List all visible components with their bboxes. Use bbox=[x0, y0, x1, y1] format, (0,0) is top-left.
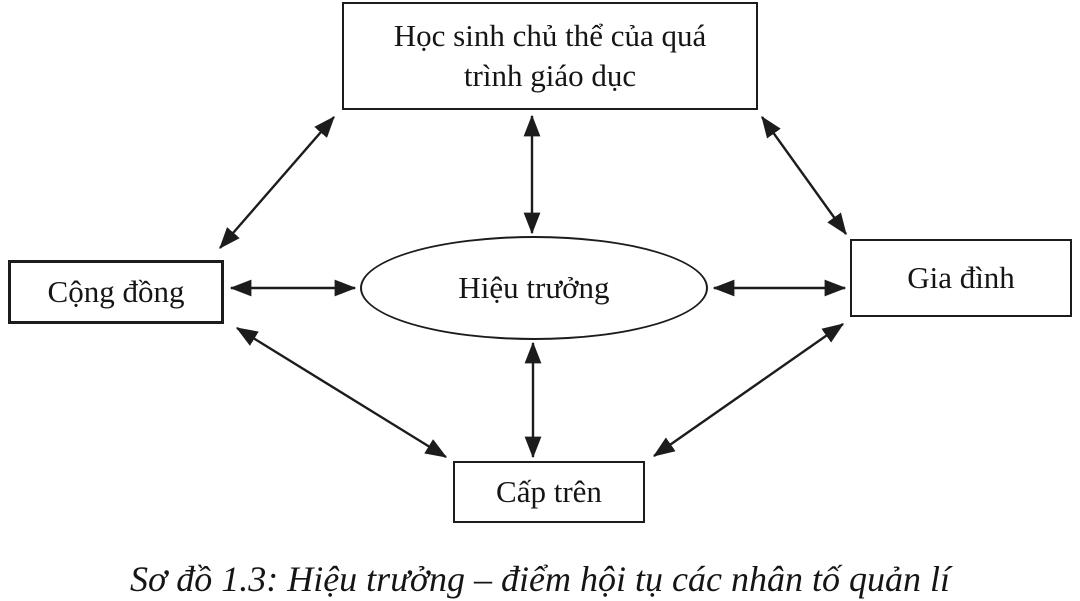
node-students: Học sinh chủ thể của quá trình giáo dục bbox=[342, 2, 758, 110]
node-principal-label: Hiệu trưởng bbox=[458, 269, 610, 305]
arrow-students-community bbox=[219, 116, 335, 249]
node-family-label: Gia đình bbox=[907, 259, 1015, 295]
node-community: Cộng đồng bbox=[8, 260, 224, 324]
node-superiors-label: Cấp trên bbox=[496, 473, 602, 509]
arrow-students-family bbox=[761, 116, 847, 235]
node-superiors: Cấp trên bbox=[453, 461, 645, 523]
diagram-caption: Sơ đồ 1.3: Hiệu trưởng – điểm hội tụ các… bbox=[130, 559, 950, 599]
node-community-label: Cộng đồng bbox=[47, 273, 185, 309]
arrow-community-superiors bbox=[235, 326, 448, 459]
node-students-label: Học sinh chủ thể của quá trình giáo dục bbox=[393, 17, 707, 93]
arrow-superiors-family bbox=[653, 323, 844, 457]
node-principal-ellipse: Hiệu trưởng bbox=[360, 236, 708, 340]
node-family: Gia đình bbox=[850, 239, 1072, 317]
